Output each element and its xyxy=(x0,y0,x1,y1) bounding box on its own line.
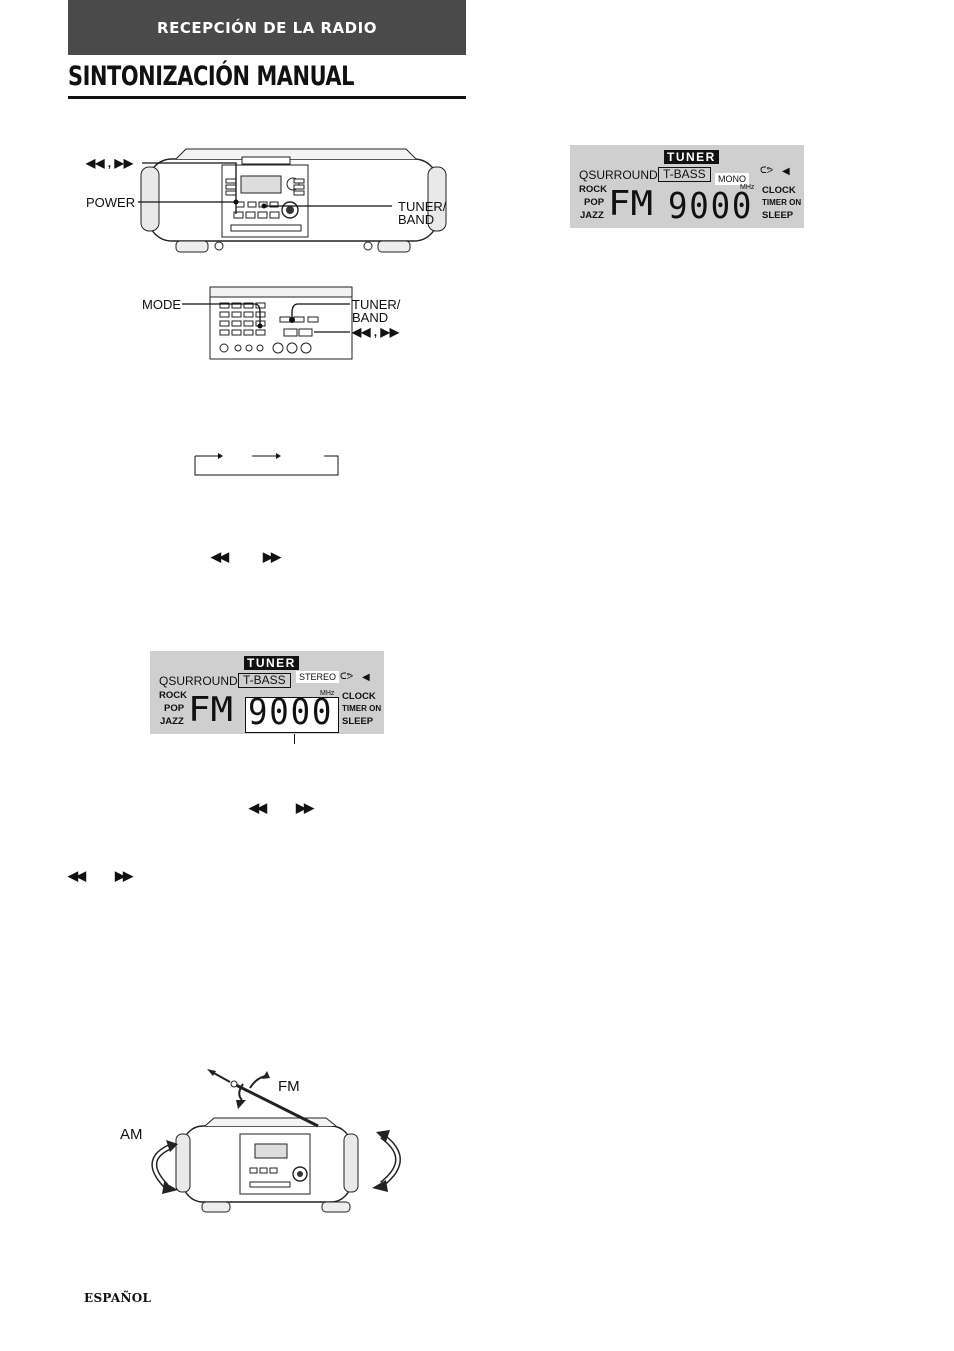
pop-indicator: POP xyxy=(164,703,185,714)
cursor-left-icon: ◀ xyxy=(362,672,370,683)
tape-icon: ᑕᕗ xyxy=(340,671,354,681)
lcd-display-mono: TUNER QSURROUND T-BASS MONO ᑕᕗ ◀ ROCK PO… xyxy=(570,145,804,228)
boombox-front-figure: ◀◀ , ▶▶ POWER TUNER/ BAND xyxy=(86,145,466,260)
sleep-indicator: SLEEP xyxy=(342,716,374,727)
clock-indicator-2: CLOCK xyxy=(762,185,796,196)
callout-tick xyxy=(294,734,295,744)
band-cycle-diagram xyxy=(194,453,339,476)
clock-indicator: CLOCK xyxy=(342,691,376,702)
rock-indicator-2: ROCK xyxy=(579,184,607,195)
am-antenna-label: AM xyxy=(120,1126,143,1143)
rock-indicator: ROCK xyxy=(159,690,187,701)
page-title: SINTONIZACIÓN MANUAL xyxy=(68,61,355,92)
rewind-icon-2: ◀◀ xyxy=(249,800,267,815)
frequency-readout: 9000 xyxy=(248,692,334,733)
frequency-box xyxy=(245,697,339,733)
skip-buttons-label: ◀◀ , ▶▶ xyxy=(86,156,133,170)
pop-indicator-2: POP xyxy=(584,197,605,208)
timer-on-indicator-2: TIMER ON xyxy=(762,198,802,207)
mhz-indicator-2: MHz xyxy=(740,184,755,191)
antenna-figure: FM AM xyxy=(110,1064,420,1214)
qsurround-indicator-2: QSURROUND xyxy=(579,168,658,182)
jazz-indicator-2: JAZZ xyxy=(580,210,604,221)
language-footer: ESPAÑOL xyxy=(84,1291,152,1305)
remote-panel-drawing xyxy=(182,286,353,360)
tuner-indicator-2: TUNER xyxy=(664,150,719,164)
mono-indicator: MONO xyxy=(715,173,749,185)
mode-label: MODE xyxy=(142,297,181,312)
skip-buttons-label-2: ◀◀ , ▶▶ xyxy=(352,325,399,339)
stereo-indicator: STEREO xyxy=(296,671,340,683)
title-divider xyxy=(68,96,466,99)
timer-on-indicator: TIMER ON xyxy=(342,704,382,713)
tuner-band-label-2: TUNER/ BAND xyxy=(352,297,401,325)
section-header: RECEPCIÓN DE LA RADIO xyxy=(68,0,466,55)
power-label: POWER xyxy=(86,195,136,210)
lcd-display-stereo: TUNER QSURROUND T-BASS STEREO ᑕᕗ ◀ ROCK … xyxy=(150,651,384,734)
tuner-band-label: TUNER/ BAND xyxy=(398,199,447,227)
band-readout-2: FM xyxy=(607,184,654,224)
fast-forward-icon-3: ▶▶ xyxy=(115,868,133,883)
section-header-text: RECEPCIÓN DE LA RADIO xyxy=(157,18,377,37)
fast-forward-icon-2: ▶▶ xyxy=(296,800,314,815)
tape-icon-2: ᑕᕗ xyxy=(760,165,774,175)
sleep-indicator-2: SLEEP xyxy=(762,210,794,221)
band-readout: FM xyxy=(187,690,234,730)
qsurround-indicator: QSURROUND xyxy=(159,674,238,688)
jazz-indicator: JAZZ xyxy=(160,716,184,727)
tuner-indicator: TUNER xyxy=(244,656,299,670)
rewind-icon: ◀◀ xyxy=(211,549,229,564)
rewind-icon-3: ◀◀ xyxy=(68,868,86,883)
frequency-readout-2: 9000 xyxy=(668,186,754,227)
tbass-indicator-2: T-BASS xyxy=(658,167,711,182)
fm-antenna-label: FM xyxy=(278,1078,300,1095)
tbass-indicator: T-BASS xyxy=(238,673,291,688)
fast-forward-icon: ▶▶ xyxy=(263,549,281,564)
mhz-indicator: MHz xyxy=(320,690,335,697)
remote-panel-figure: MODE TUNER/ BAND ◀◀ , ▶▶ xyxy=(142,283,422,363)
antenna-drawing xyxy=(151,1069,401,1213)
cursor-left-icon-2: ◀ xyxy=(782,166,790,177)
boombox-front-drawing xyxy=(138,148,447,253)
